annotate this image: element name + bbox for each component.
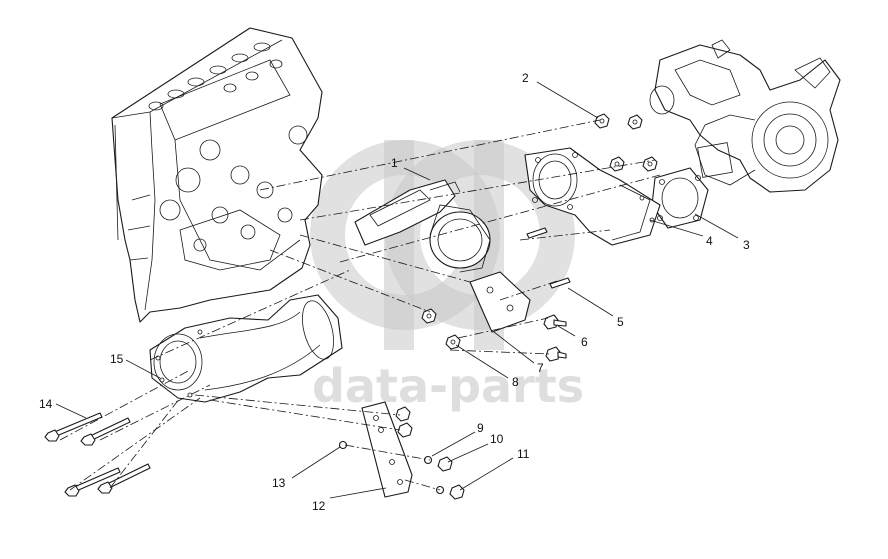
nut-8 <box>445 334 461 350</box>
gasket <box>651 167 709 229</box>
callout-2: 2 <box>522 71 529 85</box>
nut-2b <box>627 114 643 130</box>
engine-block <box>111 27 323 323</box>
callout-5: 5 <box>617 315 624 329</box>
leader-lines <box>55 81 739 499</box>
callout-13: 13 <box>272 476 286 490</box>
watermark-logo <box>310 140 575 350</box>
callout-14: 14 <box>39 397 53 411</box>
nut-2a <box>594 113 610 129</box>
callout-3: 3 <box>743 238 750 252</box>
valve-bracket <box>469 271 531 333</box>
washer-9 <box>423 455 433 465</box>
bolt-10 <box>437 456 453 472</box>
callout-4: 4 <box>706 234 713 248</box>
exhaust-brake-valve <box>354 179 491 273</box>
turbo-outlet-elbow <box>524 147 661 246</box>
bolt-6 <box>543 314 567 330</box>
nut-group <box>594 113 658 172</box>
callout-8: 8 <box>512 375 519 389</box>
studs <box>526 227 571 289</box>
nut-8b <box>421 308 437 324</box>
long-bolts <box>44 412 151 497</box>
bolt-7 <box>545 346 567 362</box>
callout-6: 6 <box>581 335 588 349</box>
callout-12: 12 <box>312 499 326 513</box>
callout-15: 15 <box>110 352 124 366</box>
watermark-text: data-parts <box>312 359 584 413</box>
exhaust-pipe <box>149 294 343 403</box>
callout-1: 1 <box>391 156 398 170</box>
assembly-centerlines <box>59 119 661 491</box>
callout-10: 10 <box>490 432 504 446</box>
bolt-11 <box>449 484 465 500</box>
callout-9: 9 <box>477 421 484 435</box>
stud-lower <box>549 277 571 289</box>
nut-2c <box>609 156 625 172</box>
callout-11: 11 <box>517 447 530 461</box>
stud-upper <box>526 227 548 239</box>
callout-labels: 1 2 3 4 5 6 7 8 9 10 11 12 13 14 15 <box>39 71 750 513</box>
nut-2d <box>642 156 658 172</box>
callout-7: 7 <box>537 361 544 375</box>
turbocharger <box>649 39 841 193</box>
